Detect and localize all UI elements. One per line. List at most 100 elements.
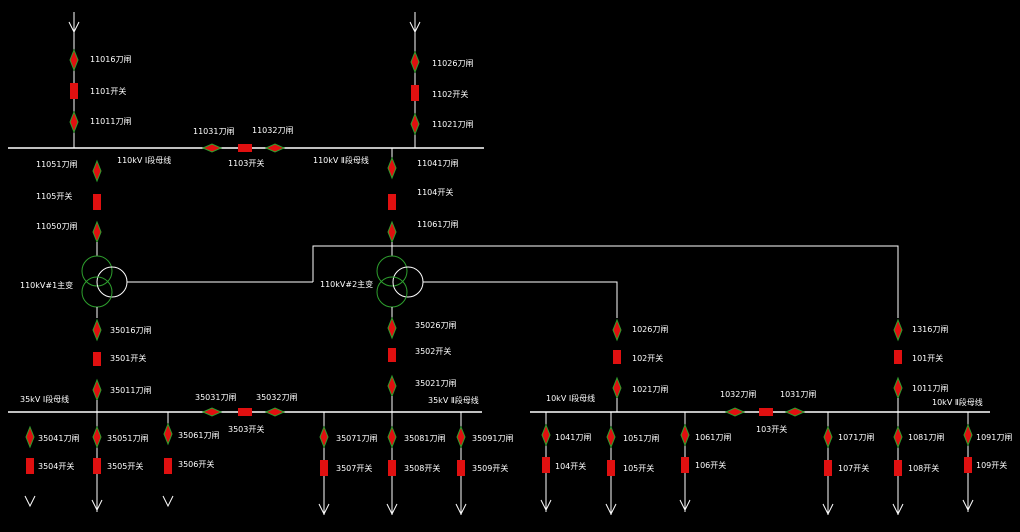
disconnector-icon[interactable]: [541, 423, 551, 447]
breaker-icon[interactable]: [388, 460, 396, 476]
label-sw-35061: 35061刀闸: [178, 431, 219, 440]
label-brk-3505: 3505开关: [107, 461, 143, 471]
disconnector-icon[interactable]: [893, 318, 903, 342]
breaker-icon[interactable]: [93, 352, 101, 366]
disconnector-icon[interactable]: [387, 220, 397, 244]
disconnector-icon[interactable]: [387, 316, 397, 340]
disconnector-icon[interactable]: [264, 143, 286, 153]
disconnector-icon[interactable]: [410, 112, 420, 136]
disconnector-icon[interactable]: [201, 407, 223, 417]
breaker-icon[interactable]: [70, 83, 78, 99]
bay-10kv-102: [612, 318, 622, 412]
breaker-icon[interactable]: [238, 408, 252, 416]
disconnector-icon[interactable]: [410, 50, 420, 74]
label-bus-110-2: 110kV Ⅱ段母线: [313, 155, 369, 165]
disconnector-icon[interactable]: [724, 407, 746, 417]
breaker-icon[interactable]: [164, 458, 172, 474]
breaker-icon[interactable]: [320, 460, 328, 476]
transformer-icon[interactable]: [376, 276, 408, 308]
label-sw-1041: 1041刀闸: [555, 433, 591, 442]
label-sw-11050: 11050刀闸: [36, 222, 77, 231]
breaker-icon[interactable]: [542, 457, 550, 473]
label-brk-109: 109开关: [976, 460, 1007, 470]
label-brk-107: 107开关: [838, 463, 869, 473]
label-brk-104: 104开关: [555, 461, 586, 471]
breaker-icon[interactable]: [93, 194, 101, 210]
feeder-105: [605, 412, 617, 516]
label-sw-1091: 1091刀闸: [976, 433, 1012, 442]
breaker-icon[interactable]: [388, 348, 396, 362]
breaker-icon[interactable]: [26, 458, 34, 474]
label-brk-1102: 1102开关: [432, 89, 468, 99]
breaker-icon[interactable]: [388, 194, 396, 210]
label-sw-1026: 1026刀闸: [632, 325, 668, 334]
transformer-icon[interactable]: [376, 255, 408, 287]
breaker-icon[interactable]: [613, 350, 621, 364]
disconnector-icon[interactable]: [606, 425, 616, 449]
label-sw-11032: 11032刀闸: [252, 126, 293, 135]
disconnector-icon[interactable]: [612, 376, 622, 400]
disconnector-icon[interactable]: [387, 156, 397, 180]
feeder-3509: [455, 412, 467, 516]
disconnector-icon[interactable]: [387, 425, 397, 449]
bus-tie-3503: [201, 407, 286, 417]
disconnector-icon[interactable]: [893, 376, 903, 400]
disconnector-icon[interactable]: [823, 425, 833, 449]
disconnector-icon[interactable]: [92, 425, 102, 449]
disconnector-icon[interactable]: [387, 374, 397, 398]
breaker-icon[interactable]: [824, 460, 832, 476]
label-brk-3503: 3503开关: [228, 424, 264, 434]
transformer-icon[interactable]: [81, 255, 113, 287]
breaker-icon[interactable]: [411, 85, 419, 101]
disconnector-icon[interactable]: [92, 378, 102, 402]
label-sw-1071: 1071刀闸: [838, 433, 874, 442]
disconnector-icon[interactable]: [963, 423, 973, 447]
label-sw-11026: 11026刀闸: [432, 59, 473, 68]
disconnector-icon[interactable]: [784, 407, 806, 417]
arrow-down-icon: [822, 503, 834, 516]
arrow-down-icon: [386, 503, 398, 516]
breaker-icon[interactable]: [607, 460, 615, 476]
disconnector-icon[interactable]: [25, 425, 35, 449]
disconnector-icon[interactable]: [163, 422, 173, 446]
transformer-bay-1: [81, 159, 313, 412]
disconnector-icon[interactable]: [680, 423, 690, 447]
disconnector-icon[interactable]: [69, 48, 79, 72]
bus-tie-1103: [201, 143, 286, 153]
arrow-down-icon: [162, 495, 174, 508]
disconnector-icon[interactable]: [612, 318, 622, 342]
disconnector-icon[interactable]: [319, 425, 329, 449]
label-brk-1104: 1104开关: [417, 187, 453, 197]
disconnector-icon[interactable]: [92, 318, 102, 342]
disconnector-icon[interactable]: [201, 143, 223, 153]
breaker-icon[interactable]: [457, 460, 465, 476]
label-bus-10-1: 10kV Ⅰ段母线: [546, 393, 595, 403]
disconnector-icon[interactable]: [264, 407, 286, 417]
label-sw-1011: 1011刀闸: [912, 384, 948, 393]
disconnector-icon[interactable]: [893, 425, 903, 449]
arrow-down-icon: [605, 503, 617, 516]
disconnector-icon[interactable]: [92, 220, 102, 244]
feeder-104: [540, 412, 552, 512]
breaker-icon[interactable]: [681, 457, 689, 473]
label-sw-1021: 1021刀闸: [632, 385, 668, 394]
breaker-icon[interactable]: [964, 457, 972, 473]
breaker-icon[interactable]: [93, 458, 101, 474]
label-sw-1032: 1032刀闸: [720, 390, 756, 399]
label-brk-3506: 3506开关: [178, 459, 214, 469]
label-sw-11061: 11061刀闸: [417, 220, 458, 229]
label-bus-10-2: 10kV Ⅱ段母线: [932, 397, 983, 407]
breaker-icon[interactable]: [238, 144, 252, 152]
breaker-icon[interactable]: [759, 408, 773, 416]
transformer-icon[interactable]: [392, 266, 424, 298]
breaker-icon[interactable]: [894, 350, 902, 364]
disconnector-icon[interactable]: [92, 159, 102, 183]
label-sw-1061: 1061刀闸: [695, 433, 731, 442]
label-bus-110-1: 110kV Ⅰ段母线: [117, 155, 171, 165]
label-brk-101: 101开关: [912, 353, 943, 363]
label-sw-35071: 35071刀闸: [336, 434, 377, 443]
disconnector-icon[interactable]: [456, 425, 466, 449]
breaker-icon[interactable]: [894, 460, 902, 476]
disconnector-icon[interactable]: [69, 110, 79, 134]
